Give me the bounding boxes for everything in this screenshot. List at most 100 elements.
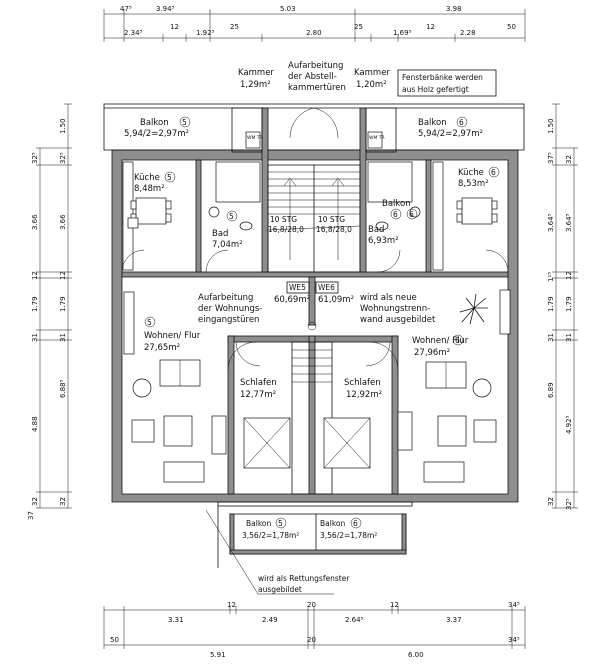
dim-left2-3: 3.66 <box>59 214 67 230</box>
dim-right-2: 37⁵ <box>547 152 555 164</box>
dim-right-4: 1¹⁵ <box>547 272 555 282</box>
note-abstell-1: Aufarbeitung <box>288 61 343 71</box>
dim-left2-7: 6.88⁵ <box>59 379 67 398</box>
bath-right-fixtures <box>367 161 421 273</box>
dim-top2-4: 25 <box>230 23 239 31</box>
annotation-notes: Aufarbeitung der Abstell- kammertüren Fe… <box>198 61 497 595</box>
kuche-right-name: Küche <box>458 168 484 178</box>
schlafen-right-area: 12,92m² <box>346 390 382 400</box>
bad-left-area: 7,04m² <box>212 240 243 250</box>
stair-right-label: 10 STG <box>318 215 345 224</box>
dim-right2-6: 4.92⁵ <box>565 415 573 434</box>
dim-left2-6: 31 <box>59 333 67 342</box>
dim-left2-1: 1.50 <box>59 118 67 134</box>
room-labels: Balkon 5 5,94/2=2,97m² Balkon 6 5,94/2=2… <box>124 116 500 540</box>
wardrobe-icons <box>235 341 391 469</box>
dim-right2-7: 32⁵ <box>565 498 573 510</box>
wm-tr-right-label: WM TR <box>369 135 385 141</box>
schlafen-right-name: Schlafen <box>344 378 381 388</box>
dim-bottom-6: 12 <box>390 601 399 609</box>
dim-right2-2: 3.64⁵ <box>565 213 573 232</box>
wohnen-right-area: 27,96m² <box>414 348 450 358</box>
front-balcony <box>217 501 413 568</box>
plant-icon <box>459 293 488 325</box>
bad-right-num: 6 <box>393 210 398 219</box>
bad-right-area: 6,93m² <box>368 236 399 246</box>
dim-left-4: 1.79 <box>31 296 39 312</box>
note-abstell-2: der Abstell- <box>288 72 337 82</box>
dim-right-6: 31 <box>547 333 555 342</box>
dim-right-5: 1.79 <box>547 296 555 312</box>
dim-left-3: 12 <box>31 271 39 280</box>
we5-label: WE5 <box>289 283 306 292</box>
balkon-left-name: Balkon <box>140 118 169 128</box>
note-fenster-2: aus Holz gefertigt <box>402 85 469 94</box>
dim-top-3: 5.03 <box>280 5 296 13</box>
dim-bottom-4: 20 <box>307 601 316 609</box>
dim-bottom-2: 12 <box>227 601 236 609</box>
balkon-right-num: 6 <box>459 118 464 127</box>
dimension-chain-bottom: 3.31 12 2.49 20 2.64⁵ 12 3.37 34⁵ 50 5.9… <box>103 601 526 659</box>
bath-left-fixtures <box>205 161 261 273</box>
dim-top2-2: 12 <box>170 23 179 31</box>
dim-right-1: 1.50 <box>547 118 555 134</box>
dim-bottom-3: 2.49 <box>262 616 278 624</box>
stair-left-label: 10 STG <box>270 215 297 224</box>
dim-top2-10: 50 <box>507 23 516 31</box>
kammer-right-line1: Kammer <box>354 68 390 78</box>
bad-right-num2: 6 <box>409 210 414 219</box>
kuche-left-num: 5 <box>167 173 172 182</box>
interior-walls <box>121 107 509 495</box>
dim-top-4: 3.98 <box>446 5 462 13</box>
wohnen-left-name: Wohnen/ Flur <box>144 331 201 341</box>
dim-left-5: 31 <box>31 333 39 342</box>
we6-area: 61,09m² <box>318 295 354 305</box>
kammer-right-line2: 1,20m² <box>356 80 387 90</box>
note-wohnung-3: eingangstüren <box>198 315 259 325</box>
dim-bottom2-3: 20 <box>307 636 316 644</box>
bad-left-num: 5 <box>229 212 234 221</box>
dim-bottom-8: 34⁵ <box>508 601 520 609</box>
dim-left-6: 4.88 <box>31 416 39 432</box>
dim-left2-8: 32 <box>59 497 67 506</box>
bad-left-name: Bad <box>212 229 228 239</box>
living-left-furniture <box>123 291 257 483</box>
balkon-front-left-area: 3,56/2=1,78m² <box>242 531 299 540</box>
dim-bottom2-4: 6.00 <box>408 651 424 659</box>
dim-left2-4: 12 <box>59 271 67 280</box>
dim-right-3: 3.64⁵ <box>547 213 555 232</box>
note-rettung-2: ausgebildet <box>258 585 302 594</box>
kuche-left-name: Küche <box>134 173 160 183</box>
bad-right-prefix: Balkon <box>382 199 411 209</box>
dimension-chain-right: 1.50 37⁵ 3.64⁵ 1¹⁵ 1.79 31 6.89 32 32 3.… <box>547 103 578 510</box>
balkon-right-area: 5,94/2=2,97m² <box>418 129 483 139</box>
note-trenn-1: wird als neue <box>360 293 417 303</box>
kammer-labels: Kammer 1,29m² Kammer 1,20m² <box>238 68 390 90</box>
balkon-front-left-num: 5 <box>278 519 283 528</box>
note-trenn-2: Wohnungstrenn- <box>360 304 430 314</box>
dim-bottom2-1: 50 <box>110 636 119 644</box>
note-wohnung-2: der Wohnungs- <box>198 304 262 314</box>
dim-left-2: 3.66 <box>31 214 39 230</box>
stair-right-ratio: 16,8/28,0 <box>316 225 352 234</box>
kuche-right-num: 6 <box>491 168 496 177</box>
stairwell: 10 STG 16,8/28,0 10 STG 16,8/28,0 <box>267 107 361 273</box>
balkon-front-right-name: Balkon <box>320 519 345 528</box>
wohnen-right-num: 6 <box>455 336 460 345</box>
kitchen-right-furniture <box>432 161 509 273</box>
dim-left2-2: 32⁵ <box>59 152 67 164</box>
balkon-front-right-num: 6 <box>353 519 358 528</box>
dim-bottom-5: 2.64⁵ <box>345 616 364 624</box>
dim-bottom-1: 3.31 <box>168 616 184 624</box>
dim-left-1: 32⁵ <box>31 152 39 164</box>
we5-area: 60,69m² <box>274 295 310 305</box>
schlafen-left-area: 12,77m² <box>240 390 276 400</box>
kuche-right-area: 8,53m² <box>458 179 489 189</box>
balkon-front-right-area: 3,56/2=1,78m² <box>320 531 377 540</box>
kitchen-left-furniture <box>121 161 172 273</box>
wohnen-right-name: Wohnen/ Flur <box>412 336 469 346</box>
dim-top2-6: 25 <box>354 23 363 31</box>
dim-top2-5: 2.80 <box>306 29 322 37</box>
